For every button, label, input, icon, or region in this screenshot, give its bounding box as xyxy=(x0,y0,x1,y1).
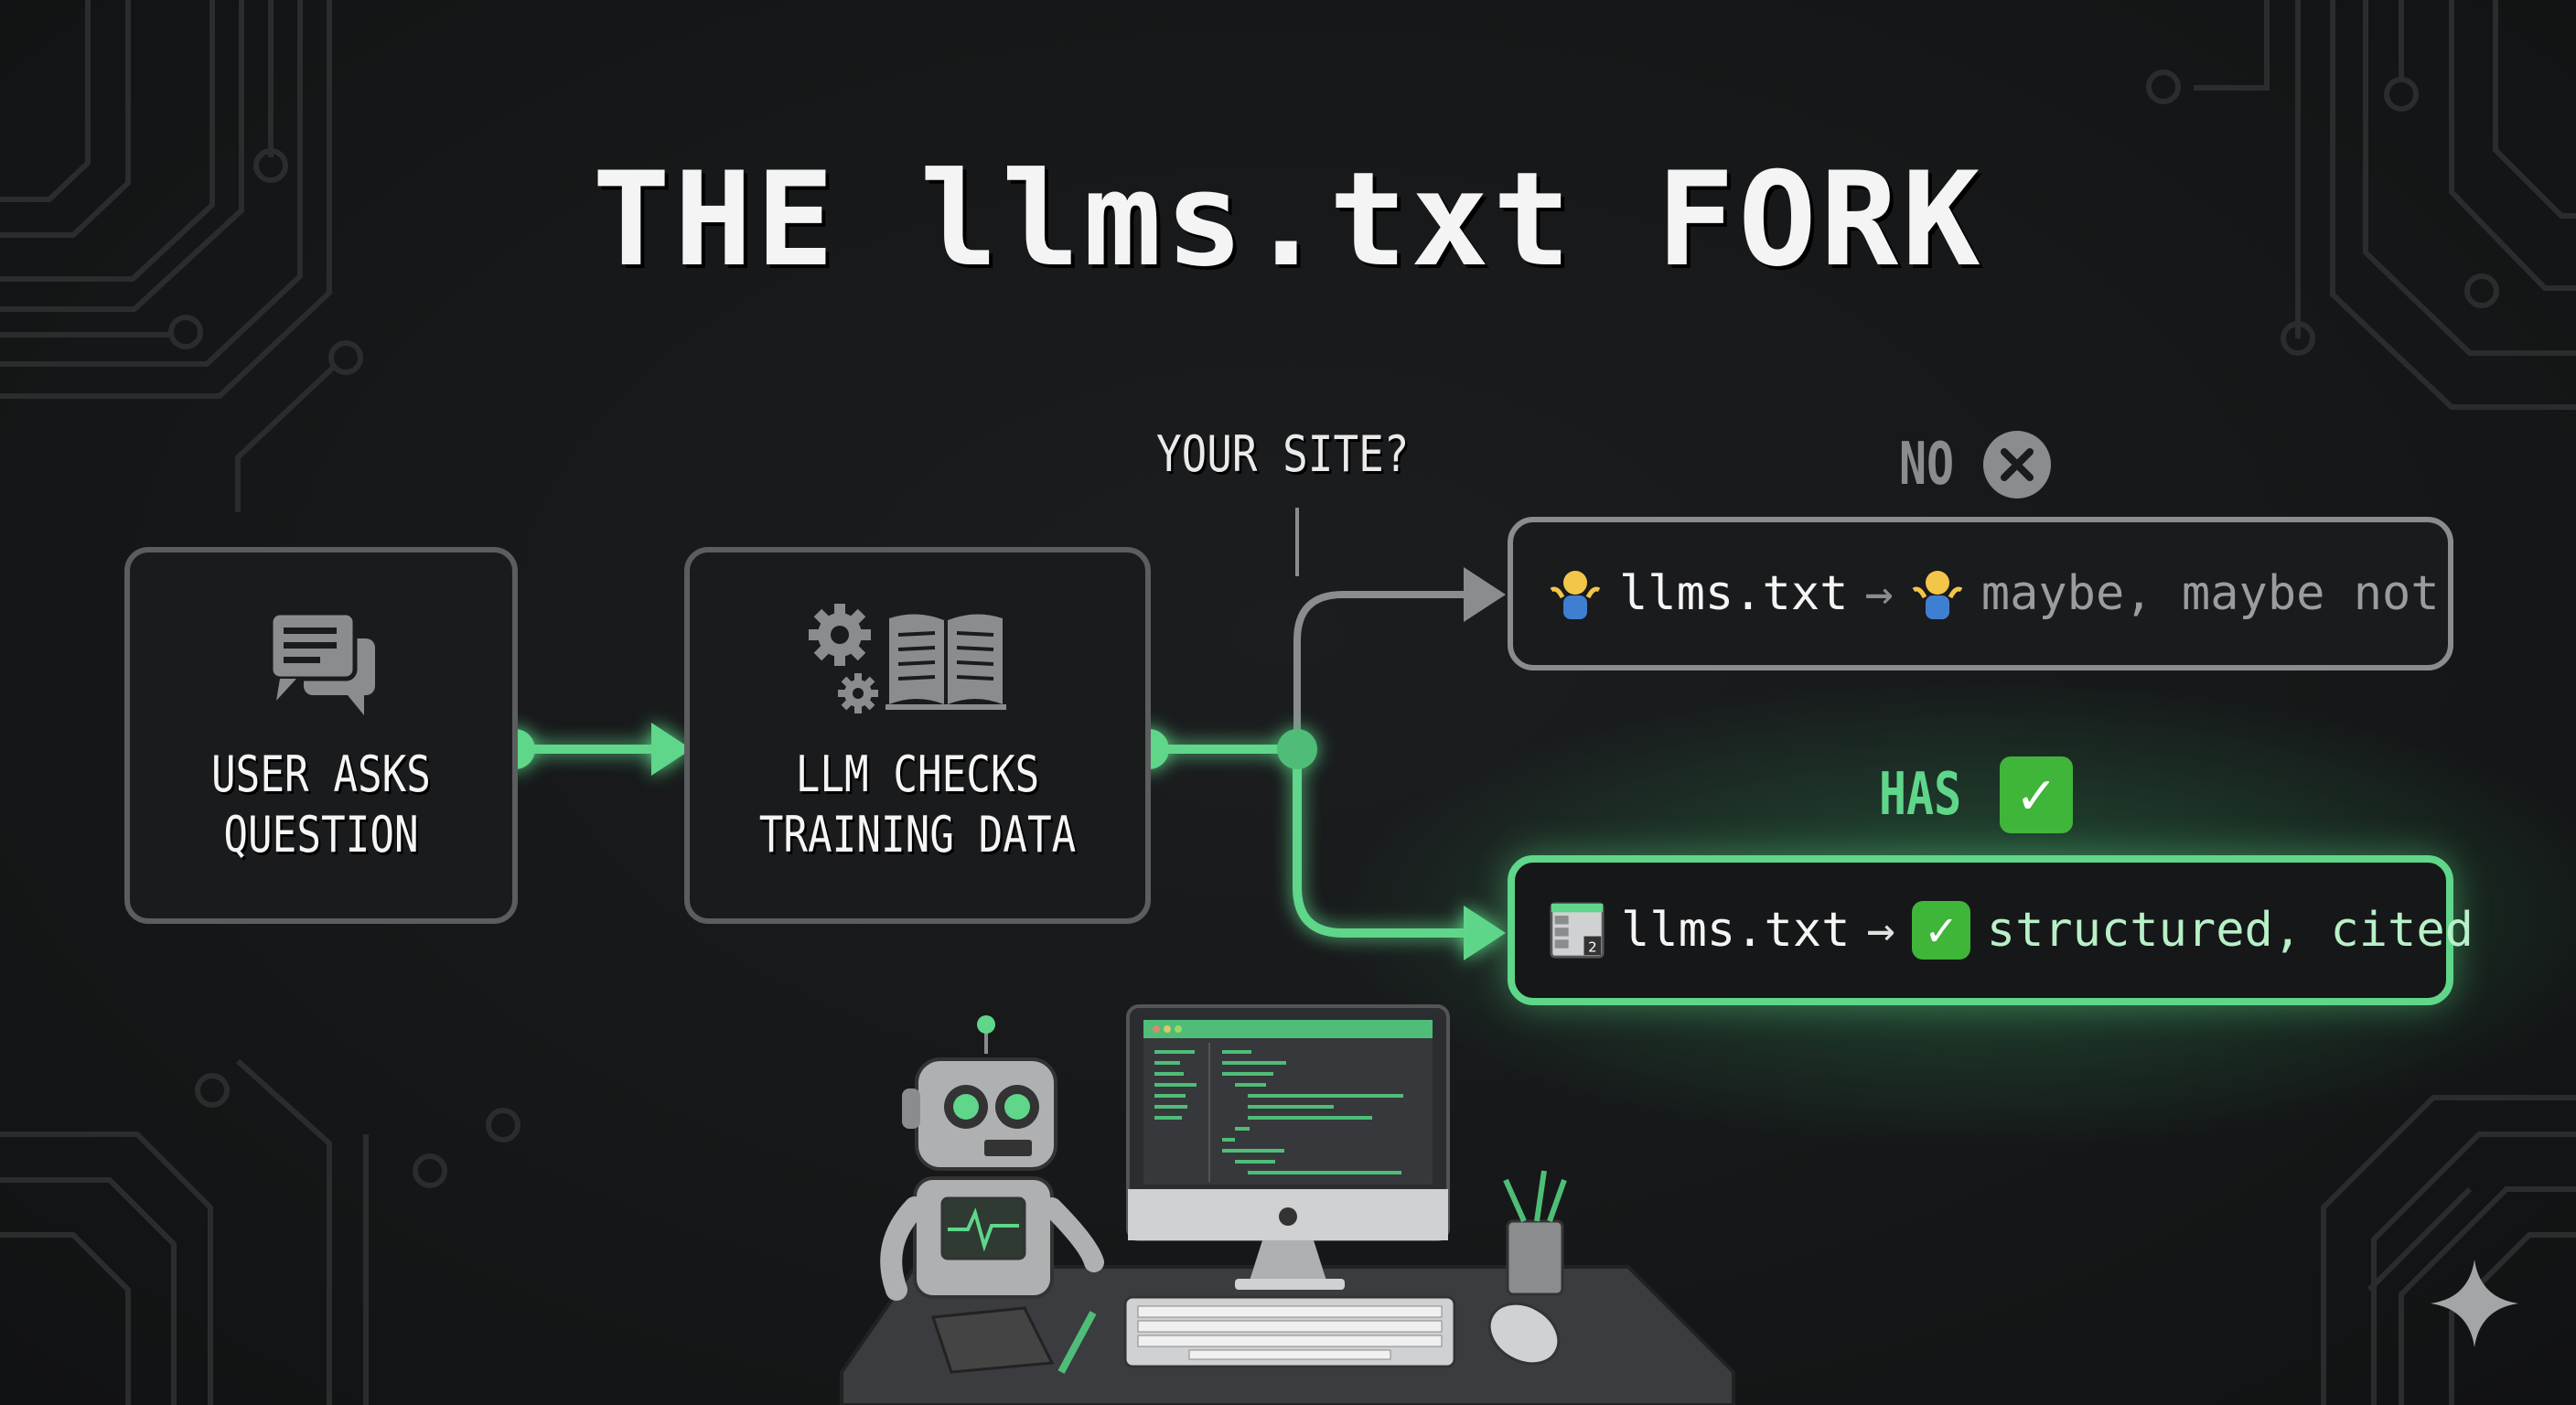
person-shrugging-icon xyxy=(1548,566,1603,621)
document-table-icon: 2 xyxy=(1550,902,1605,959)
has-file-name: llms.txt xyxy=(1621,903,1851,958)
no-llms-txt-outcome-box: llms.txt → maybe, maybe not xyxy=(1508,517,2453,670)
has-heading-text: HAS xyxy=(1879,761,1962,829)
step-label-line2: QUESTION xyxy=(223,806,419,863)
check-mark-button-icon: ✓ xyxy=(1911,901,1970,960)
no-branch-heading: NO xyxy=(1899,428,2052,501)
pen-icon xyxy=(1057,1311,1097,1374)
gears-book-icon xyxy=(809,604,1006,713)
step-label-line1: USER ASKS xyxy=(211,745,431,803)
svg-text:2: 2 xyxy=(1588,938,1597,955)
chat-bubbles-icon xyxy=(268,610,375,715)
has-llms-txt-outcome-box: 2 llms.txt → ✓ structured, cited xyxy=(1508,855,2474,1005)
no-result-text: maybe, maybe not xyxy=(1980,566,2440,621)
arrow-icon: → xyxy=(1866,903,1895,958)
person-shrugging-icon xyxy=(1910,566,1965,621)
step-label-line2: TRAINING DATA xyxy=(758,806,1077,863)
robot-icon xyxy=(880,1015,1104,1301)
mouse-icon xyxy=(1487,1302,1561,1366)
has-branch-heading: HAS ✓ xyxy=(1879,756,2073,834)
step-label-line1: LLM CHECKS xyxy=(795,745,1040,803)
page-title: THE llms.txt FORK xyxy=(592,145,1984,295)
no-file-name: llms.txt xyxy=(1619,566,1849,621)
step-llm-checks-training-data: LLM CHECKS TRAINING DATA xyxy=(684,547,1151,924)
has-result-text: structured, cited xyxy=(1986,903,2474,958)
x-circle-icon xyxy=(1983,431,2052,499)
decision-label: YOUR SITE? xyxy=(1156,425,1410,483)
pencil-cup-icon xyxy=(1506,1219,1564,1296)
notebook-icon xyxy=(930,1306,1055,1374)
sparkle-icon xyxy=(2431,1260,2518,1347)
step-user-asks-question: USER ASKS QUESTION xyxy=(124,547,518,924)
desktop-monitor-icon xyxy=(1126,1004,1450,1290)
arrow-icon: → xyxy=(1864,566,1894,621)
check-mark-button-icon: ✓ xyxy=(1999,756,2073,833)
no-heading-text: NO xyxy=(1899,431,1955,499)
